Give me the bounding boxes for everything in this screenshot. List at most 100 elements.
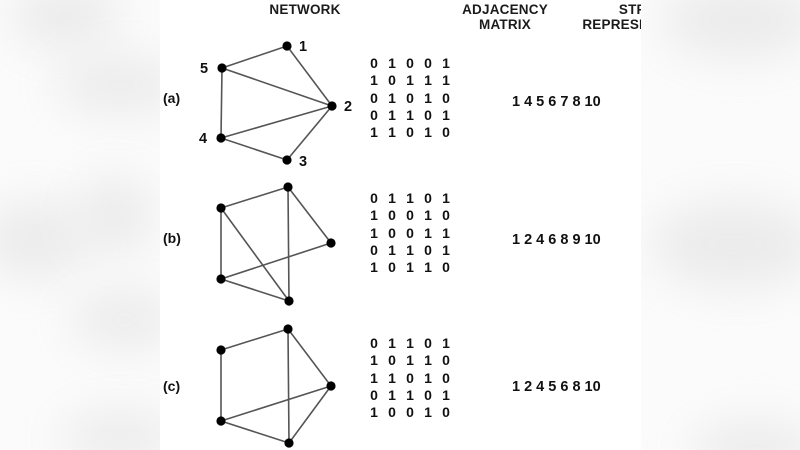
graph-node [216, 203, 226, 213]
matrix-cell: 1 [424, 369, 432, 386]
graph-node [216, 416, 226, 426]
matrix-cell: 0 [388, 352, 396, 369]
graph-node [217, 63, 227, 73]
graph-node [216, 274, 226, 284]
matrix-cell: 0 [370, 106, 378, 123]
matrix-cell: 0 [442, 352, 450, 369]
graph-edge [220, 67, 223, 139]
matrix-cell: 0 [406, 55, 414, 71]
matrix-cell: 0 [388, 72, 396, 89]
matrix-cell: 0 [442, 259, 450, 276]
graph-canvas [216, 182, 336, 306]
column-header-string-representation: STRING REPRESENTATION [582, 2, 641, 32]
matrix-cell: 1 [370, 207, 378, 224]
matrix-cell: 1 [406, 72, 414, 89]
matrix-cell: 0 [388, 224, 396, 241]
matrix-cell: 1 [388, 335, 396, 351]
matrix-cell: 1 [442, 224, 450, 241]
graph-edge [220, 278, 290, 302]
graph-edge [221, 67, 333, 107]
matrix-cell: 0 [370, 190, 378, 206]
row-label-b: (b) [163, 230, 181, 246]
graph-node [216, 345, 226, 355]
string-representation-b: 1 2 4 6 8 9 10 [512, 232, 601, 248]
matrix-cell: 0 [406, 124, 414, 141]
figure-panel: NETWORK ADJACENCY MATRIX STRING REPRESEN… [160, 0, 641, 450]
matrix-cell: 1 [406, 352, 414, 369]
graph-edge [220, 186, 289, 209]
graph-node [283, 182, 293, 192]
matrix-cell: 0 [370, 241, 378, 258]
graph-node-label: 1 [299, 39, 307, 55]
graph-edge [287, 328, 332, 387]
matrix-cell: 1 [388, 89, 396, 106]
matrix-cell: 1 [406, 190, 414, 206]
string-representation-c: 1 2 4 5 6 8 10 [512, 379, 601, 395]
matrix-cell: 1 [424, 224, 432, 241]
graph-canvas [216, 324, 336, 448]
matrix-cell: 0 [442, 207, 450, 224]
matrix-cell: 1 [370, 369, 378, 386]
matrix-cell: 1 [424, 352, 432, 369]
graph-node [282, 41, 292, 51]
graph-edge [288, 385, 332, 444]
matrix-cell: 1 [442, 335, 450, 351]
matrix-cell: 1 [424, 207, 432, 224]
matrix-cell: 1 [406, 241, 414, 258]
matrix-cell: 0 [370, 55, 378, 71]
matrix-cell: 1 [406, 386, 414, 403]
graph-edge [220, 242, 332, 280]
graph-node-label: 5 [200, 61, 208, 77]
matrix-cell: 0 [424, 386, 432, 403]
matrix-cell: 1 [442, 386, 450, 403]
matrix-cell: 0 [424, 335, 432, 351]
matrix-cell: 1 [424, 89, 432, 106]
matrix-cell: 1 [370, 72, 378, 89]
matrix-cell: 0 [406, 89, 414, 106]
matrix-cell: 1 [442, 106, 450, 123]
matrix-cell: 0 [442, 404, 450, 421]
graph-edge [220, 328, 289, 351]
graph-node-label: 3 [299, 154, 307, 170]
graph-node [216, 133, 226, 143]
matrix-cell: 0 [424, 106, 432, 123]
matrix-cell: 0 [442, 89, 450, 106]
graph-edge [220, 137, 288, 161]
row-label-c: (c) [163, 378, 181, 394]
graph-node [326, 238, 336, 248]
matrix-cell: 0 [424, 241, 432, 258]
graph-edge [287, 186, 332, 244]
string-representation-a: 1 4 5 6 7 8 10 [512, 94, 601, 110]
graph-edge [287, 186, 290, 302]
graph-node [282, 155, 292, 165]
matrix-cell: 0 [370, 89, 378, 106]
graph-edge [221, 45, 288, 69]
network-graph-c [160, 312, 370, 450]
column-header-network: NETWORK [269, 2, 341, 17]
graph-node [283, 324, 293, 334]
graph-edge [286, 105, 333, 161]
matrix-cell: 1 [442, 55, 450, 71]
matrix-cell: 1 [424, 124, 432, 141]
matrix-cell: 0 [406, 224, 414, 241]
matrix-cell: 0 [406, 369, 414, 386]
graph-edge [220, 207, 290, 302]
graph-node [327, 101, 337, 111]
matrix-cell: 0 [406, 207, 414, 224]
matrix-cell: 1 [424, 259, 432, 276]
matrix-cell: 0 [424, 55, 432, 71]
